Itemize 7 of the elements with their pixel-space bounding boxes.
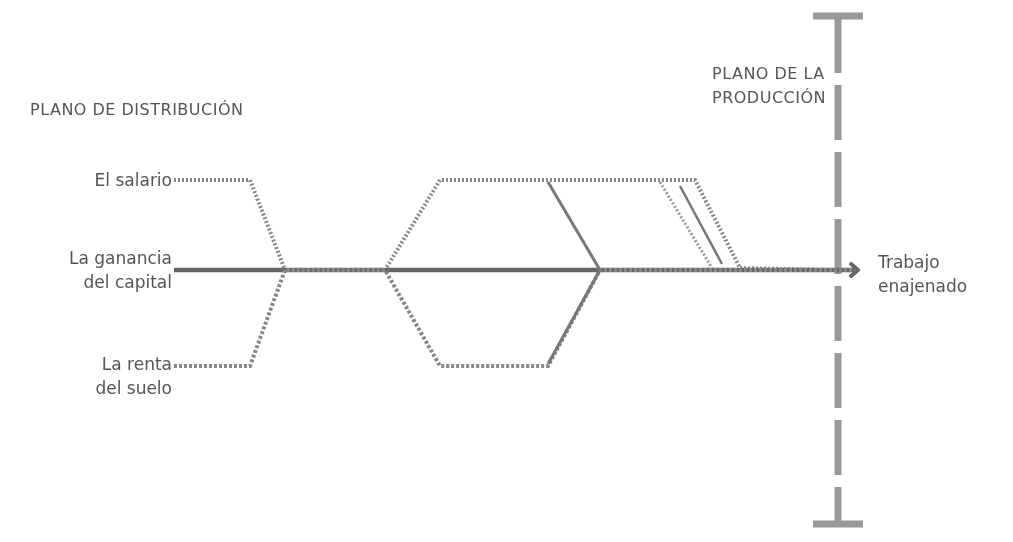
row-label: El salario bbox=[12, 168, 172, 192]
plane-heading: PLANO DE DISTRIBUCIÓN bbox=[30, 99, 245, 121]
connector-line bbox=[174, 261, 860, 368]
plane-heading: PLANO DE LA PRODUCCIÓN bbox=[712, 63, 827, 109]
result-label: Trabajo enajenado bbox=[878, 250, 998, 298]
row-label: La renta del suelo bbox=[77, 352, 172, 400]
row-label: La ganancia del capital bbox=[50, 246, 172, 294]
